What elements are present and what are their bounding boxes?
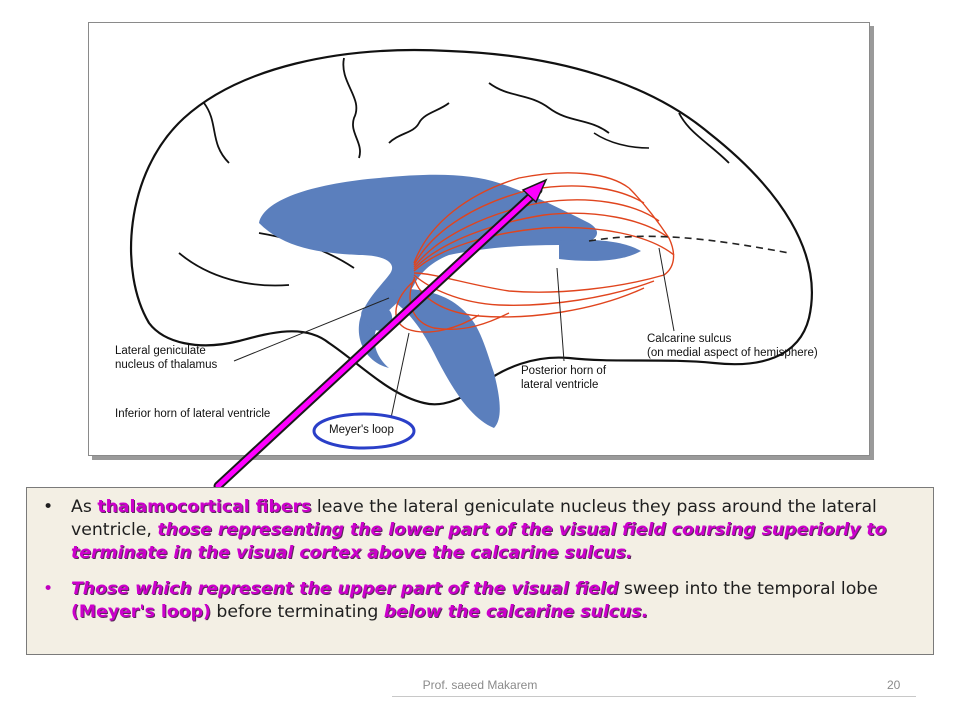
- sulcus-7: [178, 252, 290, 287]
- sulcus-1: [203, 102, 230, 164]
- sulcus-3: [388, 102, 450, 144]
- bullet-1-highlight-a: thalamocortical fibers: [97, 497, 312, 517]
- lgn-label-line1: Lateral geniculate: [115, 345, 206, 357]
- bullet-2-highlight-a: Those which represent the upper part of …: [71, 579, 619, 599]
- bullet-2-highlight-c: below the calcarine sulcus.: [383, 602, 649, 622]
- text-box: • As thalamocortical fibers leave the la…: [26, 487, 934, 655]
- bullet-2-text-b: before terminating: [210, 602, 384, 622]
- bullet-1-text-a: As: [71, 497, 98, 517]
- calcarine-label-line1: Calcarine sulcus: [647, 333, 732, 345]
- posterior-horn-label-line1: Posterior horn of: [521, 365, 607, 377]
- inferior-horn-label: Inferior horn of lateral ventricle: [115, 408, 271, 420]
- footer-author: Prof. saeed Makarem: [422, 678, 538, 692]
- bullet-1: • As thalamocortical fibers leave the la…: [43, 496, 913, 565]
- sulcus-2: [342, 57, 361, 159]
- calcarine-label-line2: (on medial aspect of hemisphere): [647, 347, 818, 359]
- bullet-2-highlight-b: (Meyer's loop): [71, 602, 211, 622]
- bullet-2-marker: •: [43, 579, 54, 599]
- meyer-loop-label: Meyer's loop: [329, 424, 394, 436]
- posterior-horn-label-line2: lateral ventricle: [521, 379, 599, 391]
- sulcus-8: [593, 132, 650, 149]
- bullet-2: • Those which represent the upper part o…: [43, 578, 913, 624]
- figure-frame: Lateral geniculate nucleus of thalamus I…: [88, 22, 870, 456]
- bullet-1-marker: •: [43, 497, 54, 517]
- page-number: 20: [887, 678, 901, 692]
- bullet-2-text-a: sweep into the temporal lobe: [618, 579, 878, 599]
- calcarine-sulcus-line: [588, 235, 790, 254]
- brain-diagram: [129, 48, 813, 450]
- sulcus-4: [488, 82, 610, 134]
- ventricle-posterior-horn: [559, 239, 641, 261]
- bullet-1-highlight-b: those representing the lower part of the…: [71, 520, 887, 563]
- footer-divider: [392, 696, 916, 697]
- sulcus-5: [678, 112, 730, 164]
- bullet-1-text-b: leave the lateral geniculate nucleus the…: [71, 497, 877, 540]
- lgn-label-line2: nucleus of thalamus: [115, 359, 218, 371]
